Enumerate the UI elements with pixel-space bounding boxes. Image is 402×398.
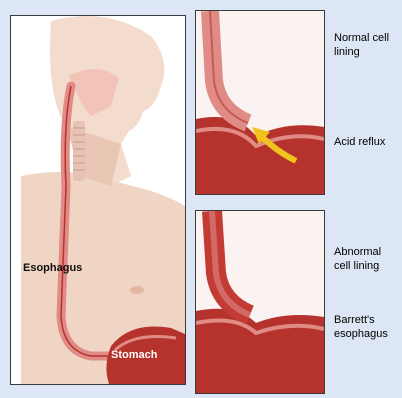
- normal-lining-annotation: Normal cell lining: [334, 31, 400, 59]
- trachea: [73, 121, 85, 181]
- barretts-illustration: [196, 211, 324, 393]
- abnormal-lining-annotation: Abnormal cell lining: [334, 245, 400, 273]
- barretts-panel: [195, 210, 325, 394]
- acid-reflux-annotation: Acid reflux: [334, 135, 394, 149]
- esophagus-label: Esophagus: [23, 262, 82, 275]
- anatomy-illustration: [11, 16, 185, 384]
- stomach-label: Stomach: [111, 349, 157, 362]
- barretts-annotation: Barrett's esophagus: [334, 313, 402, 341]
- normal-lining-illustration: [196, 11, 324, 194]
- nipple-shape: [130, 286, 144, 294]
- anatomy-panel: Esophagus Stomach: [10, 15, 186, 385]
- normal-lining-panel: [195, 10, 325, 195]
